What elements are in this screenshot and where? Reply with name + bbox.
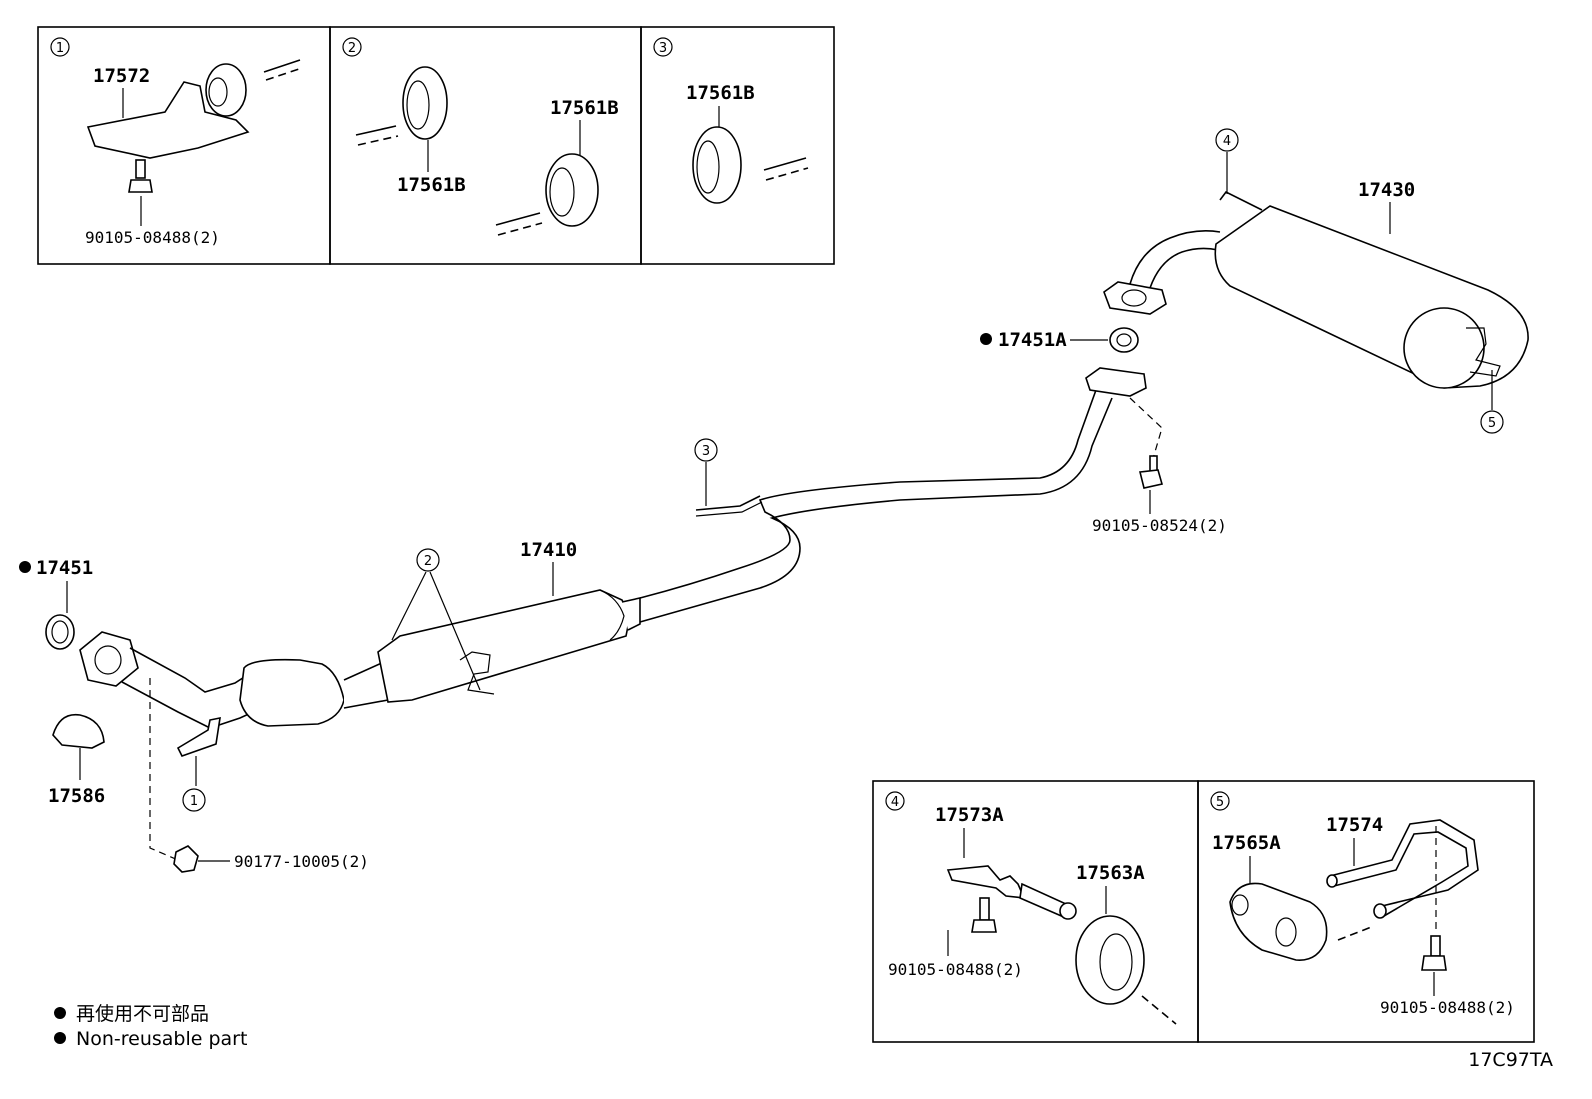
label-17572: 17572 <box>93 65 150 87</box>
label-17565A: 17565A <box>1212 832 1281 854</box>
callout-4: 4 <box>1223 134 1231 149</box>
front-section: 17451 17586 1 90177-10005(2) <box>19 557 389 873</box>
label-17561B-lower: 17561B <box>397 174 466 196</box>
tail-pipe-flange <box>1103 281 1167 315</box>
tail-pipe-17430: 4 5 17430 <box>1103 128 1529 434</box>
rubber-hanger-icon <box>1229 882 1328 961</box>
label-nut: 90177-10005(2) <box>234 852 369 871</box>
sub-muffler <box>377 589 631 703</box>
inset-box-4: 4 17573A 90105-08488(2) 17563A <box>872 780 1199 1043</box>
marker-1: 1 <box>56 41 64 56</box>
legend-en: Non-reusable part <box>76 1028 247 1050</box>
label-bolt-box4: 90105-08488(2) <box>888 960 1023 979</box>
bolt-icon <box>128 179 153 193</box>
callout-1: 1 <box>190 794 198 809</box>
callout-2: 2 <box>424 554 432 569</box>
marker-2: 2 <box>348 41 356 56</box>
catalytic-converter <box>239 658 345 727</box>
heat-insulator-17586 <box>52 713 105 749</box>
inset-box-2: 2 17561B 17561B <box>329 26 642 265</box>
bracket-17573A <box>946 865 1026 899</box>
inset-box-3: 3 17561B <box>640 26 835 265</box>
inset-box-1: 1 17572 90105-08488(2) <box>37 26 331 265</box>
gasket-17451A <box>1109 327 1139 353</box>
label-bolt-box5: 90105-08488(2) <box>1380 998 1515 1017</box>
label-17451: 17451 <box>36 557 93 579</box>
legend-jp: 再使用不可部品 <box>76 1003 209 1025</box>
bolt-icon <box>1421 955 1447 971</box>
marker-4: 4 <box>891 795 899 810</box>
label-tail-bolt: 90105-08524(2) <box>1092 516 1227 535</box>
rubber-hanger-icon <box>692 126 742 204</box>
callout-5: 5 <box>1488 416 1496 431</box>
marker-3: 3 <box>659 41 667 56</box>
bolt-icon <box>1139 469 1164 489</box>
label-17561B-upper: 17561B <box>550 97 619 119</box>
label-17561B-box3: 17561B <box>686 82 755 104</box>
rubber-hanger-icon <box>1075 915 1145 1005</box>
label-17573A: 17573A <box>935 804 1004 826</box>
label-17574: 17574 <box>1326 814 1383 836</box>
center-pipe-flange <box>1085 367 1147 397</box>
label-17586: 17586 <box>48 785 105 807</box>
bolt-icon <box>971 919 997 933</box>
label-17451A: 17451A <box>998 329 1067 351</box>
legend: 再使用不可部品 Non-reusable part <box>54 1003 247 1050</box>
gasket-17451 <box>45 614 75 650</box>
label-17430: 17430 <box>1358 179 1415 201</box>
callout-3: 3 <box>702 444 710 459</box>
diagram-code: 17C97TA <box>1468 1049 1553 1071</box>
label-17410: 17410 <box>520 539 577 561</box>
center-joint: 17451A 90105-08524(2) <box>980 327 1227 535</box>
nut-icon <box>173 845 199 873</box>
inset-box-5: 5 17565A 17574 90105-08488(2) <box>1197 780 1535 1043</box>
label-17563A: 17563A <box>1076 862 1145 884</box>
rubber-hanger-icon <box>545 153 599 227</box>
marker-5: 5 <box>1216 795 1224 810</box>
center-pipe-17410: 3 17410 2 <box>377 367 1147 703</box>
bracket-17572 <box>86 81 250 159</box>
label-bolt-box1: 90105-08488(2) <box>85 228 220 247</box>
front-flange <box>79 631 139 687</box>
rubber-hanger-icon <box>402 66 448 140</box>
